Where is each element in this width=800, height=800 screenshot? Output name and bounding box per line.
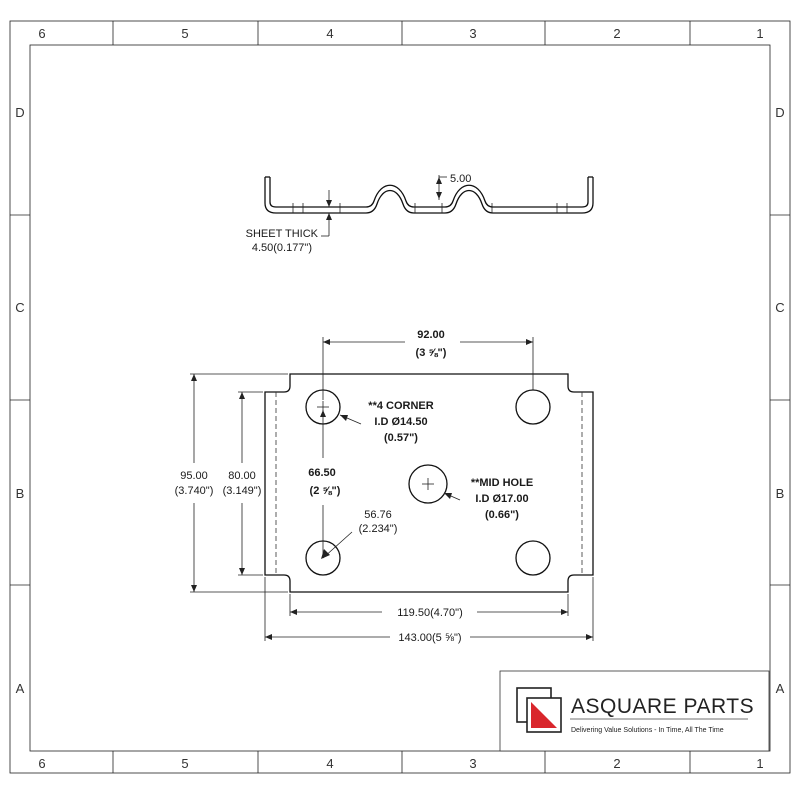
- mid-note-line2: I.D Ø17.00: [475, 493, 528, 505]
- inner-width-dimension: [289, 594, 569, 616]
- diagonal-dimension-leader: [321, 531, 353, 559]
- row-label: B: [16, 486, 25, 501]
- column-label: 4: [326, 26, 333, 41]
- drawing-frame: [9, 20, 791, 774]
- column-label: 2: [613, 26, 620, 41]
- column-label: 6: [38, 26, 45, 41]
- column-label: 1: [756, 756, 763, 771]
- corner-hole: [515, 540, 551, 576]
- plan-view: 92.00 (3 ⅝") 66.50 (2 ⅝") 56.76 (2.234")…: [175, 329, 594, 644]
- side-view: SHEET THICK 4.50(0.177") 5.00: [246, 173, 594, 254]
- step-dim-value: 5.00: [450, 173, 471, 185]
- corner-hole: [515, 389, 551, 425]
- hole-spacing-inches: (3 ⅝"): [416, 347, 447, 359]
- company-name: ASQUARE PARTS: [571, 695, 754, 718]
- row-label: C: [15, 300, 24, 315]
- hole-spacing-value: 92.00: [417, 329, 445, 341]
- company-tagline: Delivering Value Solutions - In Time, Al…: [571, 727, 724, 734]
- diagonal-inches: (2.234"): [359, 523, 398, 535]
- inner-height-dimension: [238, 391, 263, 576]
- row-label: D: [15, 105, 24, 120]
- overall-height-dimension: [190, 373, 288, 593]
- row-label: A: [776, 681, 785, 696]
- vertical-hole-dimension: [320, 410, 326, 555]
- mid-note-line1: **MID HOLE: [471, 477, 533, 489]
- corner-note-leader: [339, 414, 362, 425]
- mid-hole: [408, 464, 448, 504]
- corner-note-line1: **4 CORNER: [368, 400, 433, 412]
- row-label: D: [775, 105, 784, 120]
- company-logo: [516, 687, 562, 733]
- thickness-dimension: [321, 190, 332, 237]
- inner-height-inches: (3.149"): [223, 485, 262, 497]
- vertical-spacing-inches: (2 ⅝"): [310, 485, 341, 497]
- thickness-label: SHEET THICK: [246, 228, 319, 240]
- corner-note-line2: I.D Ø14.50: [374, 416, 427, 428]
- inner-height-value: 80.00: [228, 470, 256, 482]
- step-dimension: [436, 175, 447, 200]
- inner-width-value: 119.50(4.70"): [397, 607, 462, 619]
- overall-height-value: 95.00: [180, 470, 208, 482]
- column-label: 1: [756, 26, 763, 41]
- diagonal-value: 56.76: [364, 509, 392, 521]
- side-profile-outer: [264, 177, 594, 214]
- plate-outline: [264, 373, 594, 593]
- title-block: ASQUARE PARTS Delivering Value Solutions…: [499, 670, 770, 752]
- row-label: B: [776, 486, 785, 501]
- row-label: A: [16, 681, 25, 696]
- side-profile-inner: [269, 177, 589, 208]
- column-label: 5: [181, 756, 188, 771]
- overall-width-value: 143.00(5 ⅝"): [398, 632, 461, 644]
- overall-width-dimension: [264, 577, 594, 641]
- overall-height-inches: (3.740"): [175, 485, 214, 497]
- row-label: C: [775, 300, 784, 315]
- column-label: 4: [326, 756, 333, 771]
- mid-note-leader: [443, 492, 461, 501]
- zone-labels: 6 5 4 3 2 1 6 5 4 3 2 1 D C B A D C B A: [15, 26, 784, 771]
- column-label: 5: [181, 26, 188, 41]
- column-label: 3: [469, 756, 476, 771]
- column-label: 3: [469, 26, 476, 41]
- column-label: 2: [613, 756, 620, 771]
- column-label: 6: [38, 756, 45, 771]
- corner-note-line3: (0.57"): [384, 432, 418, 444]
- mid-note-line3: (0.66"): [485, 509, 519, 521]
- vertical-spacing-value: 66.50: [308, 467, 336, 479]
- thickness-value: 4.50(0.177"): [252, 242, 312, 254]
- hole-spacing-dimension: [322, 337, 534, 400]
